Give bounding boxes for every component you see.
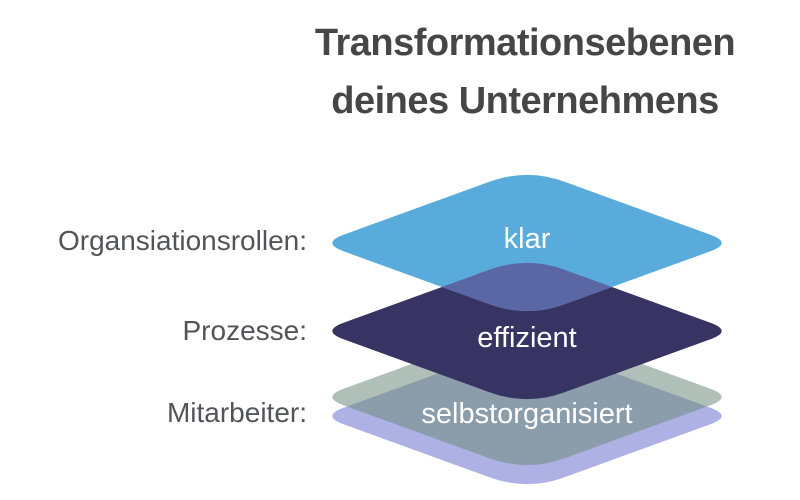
label-processes: Prozesse: <box>182 315 308 346</box>
page-title: Transformationsebenen deines Unternehmen… <box>205 14 800 130</box>
value-processes: effizient <box>477 322 576 354</box>
value-employees: selbstorganisiert <box>421 398 632 430</box>
page-title-line1: Transformationsebenen <box>314 22 736 64</box>
label-organisation-roles: Organsiationsrollen: <box>57 225 307 256</box>
label-employees: Mitarbeiter: <box>166 397 307 428</box>
value-organisation-roles: klar <box>504 223 551 255</box>
page-title-line2: deines Unternehmens <box>331 80 719 122</box>
